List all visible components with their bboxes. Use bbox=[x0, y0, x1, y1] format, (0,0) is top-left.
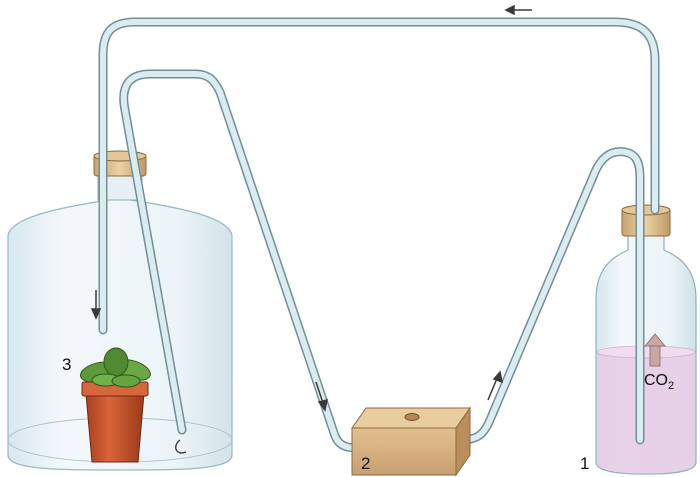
co2-subscript: 2 bbox=[668, 380, 675, 393]
bottle-stopper-top bbox=[621, 204, 671, 216]
bubble-arrow-icon bbox=[175, 439, 187, 454]
co2-label: CO2 bbox=[644, 373, 674, 392]
label-source-bottle: 1 bbox=[580, 454, 590, 473]
flow-arrows bbox=[90, 4, 532, 454]
label-pump-box: 2 bbox=[361, 454, 371, 473]
label-plant-jar: 3 bbox=[62, 355, 72, 374]
pot-body bbox=[85, 393, 145, 463]
bottle-liquid bbox=[597, 347, 695, 473]
liquid-surface bbox=[596, 345, 696, 359]
source-bottle bbox=[595, 204, 697, 475]
box-front bbox=[351, 427, 457, 476]
plant-leaf bbox=[103, 347, 129, 377]
co2-main: CO bbox=[644, 372, 668, 389]
co2-arrow-icon bbox=[644, 333, 666, 367]
potted-plant bbox=[79, 347, 151, 463]
box-knob bbox=[404, 413, 420, 421]
pump-box bbox=[351, 406, 471, 477]
tubing bbox=[98, 17, 660, 453]
plant-leaf bbox=[111, 374, 141, 388]
